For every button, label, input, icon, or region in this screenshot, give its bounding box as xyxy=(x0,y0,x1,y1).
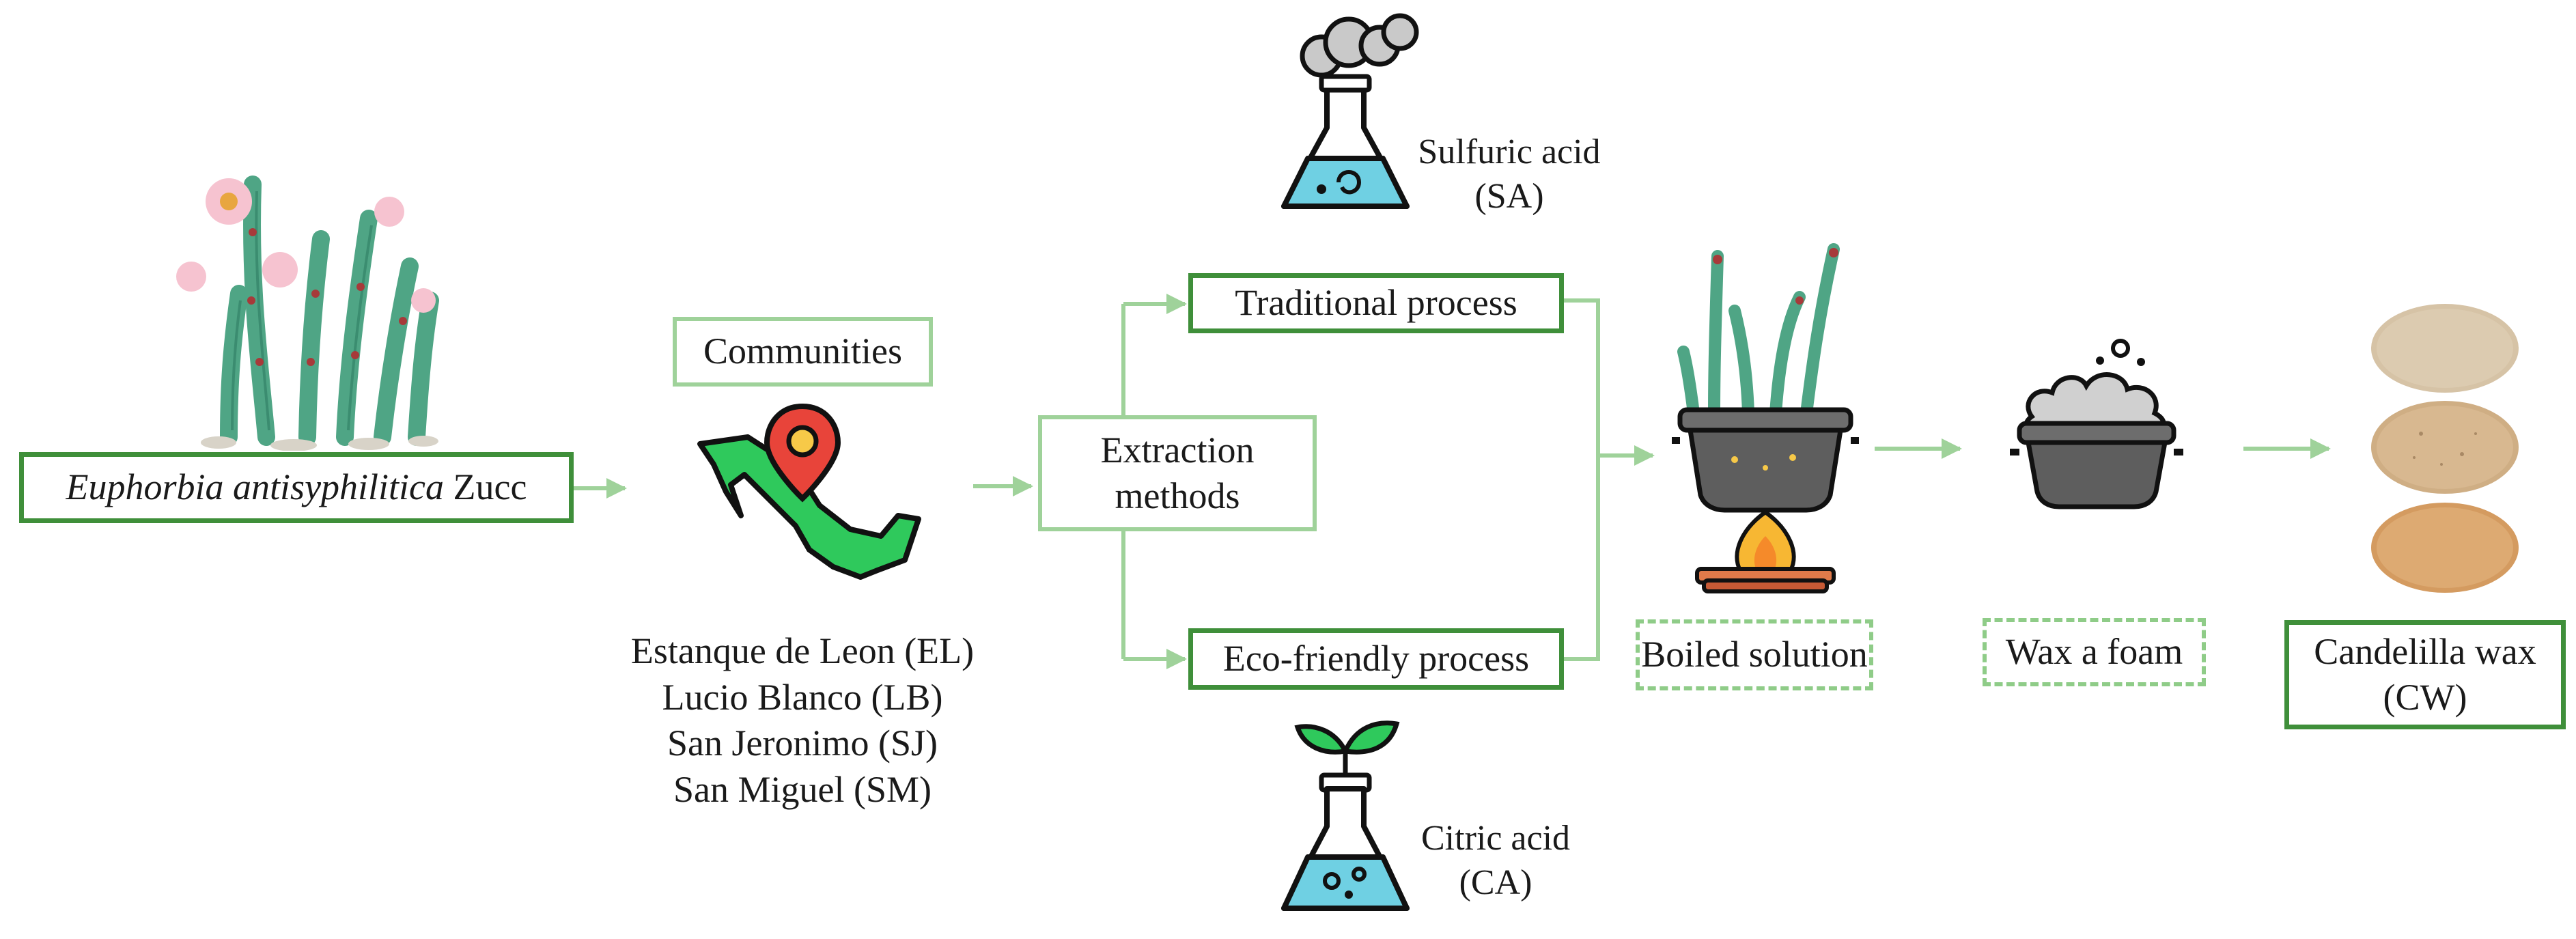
community-el: Estanque de Leon (EL) xyxy=(630,630,975,671)
species-box: Euphorbia antisyphilitica Zucc xyxy=(19,452,574,523)
sulfuric-acid-label: Sulfuric acid (SA) xyxy=(1418,132,1601,216)
community-sm: San Miguel (SM) xyxy=(673,768,932,810)
citric-acid-label: Citric acid (CA) xyxy=(1420,819,1571,902)
community-lb: Lucio Blanco (LB) xyxy=(662,676,943,718)
ecofriendly-process-box: Eco-friendly process xyxy=(1188,628,1564,690)
flask-smoke-icon xyxy=(1281,13,1419,209)
species-italic-name: Euphorbia antisyphilitica xyxy=(66,466,445,508)
wax-foam-label: Wax a foam xyxy=(2005,631,2183,673)
communities-box: Communities xyxy=(673,317,933,387)
extraction-line1: Extraction xyxy=(1100,429,1255,471)
cauldron-fire-icon xyxy=(1672,243,1859,593)
ecofriendly-process-label: Eco-friendly process xyxy=(1222,638,1530,679)
traditional-process-box: Traditional process xyxy=(1188,273,1564,333)
traditional-process-label: Traditional process xyxy=(1235,282,1517,324)
boiled-solution-box: Boiled solution xyxy=(1636,619,1873,690)
candelilla-wax-box: Candelilla wax (CW) xyxy=(2284,620,2566,729)
pot-foam-icon xyxy=(2010,339,2183,509)
candelilla-plant-icon xyxy=(176,176,439,451)
community-sj: San Jeronimo (SJ) xyxy=(667,723,938,763)
wax-foam-box: Wax a foam xyxy=(1983,618,2206,686)
extraction-methods-box: Extraction methods xyxy=(1038,415,1317,531)
candelilla-wax-line1: Candelilla wax xyxy=(2314,630,2536,672)
merge-traditional xyxy=(1564,298,1600,456)
boiled-solution-label: Boiled solution xyxy=(1641,634,1868,675)
communities-list: Estanque de Leon (EL) Lucio Blanco (LB) … xyxy=(594,628,1011,813)
mexico-map-pin-icon xyxy=(697,403,921,580)
wax-discs-icon xyxy=(2371,304,2519,593)
flask-leaf-icon xyxy=(1281,720,1410,911)
candelilla-wax-line2: (CW) xyxy=(2383,677,2467,718)
extraction-line2: methods xyxy=(1115,475,1240,516)
species-authority: Zucc xyxy=(444,466,527,508)
communities-title: Communities xyxy=(703,331,902,372)
merge-ecofriendly xyxy=(1564,456,1600,661)
